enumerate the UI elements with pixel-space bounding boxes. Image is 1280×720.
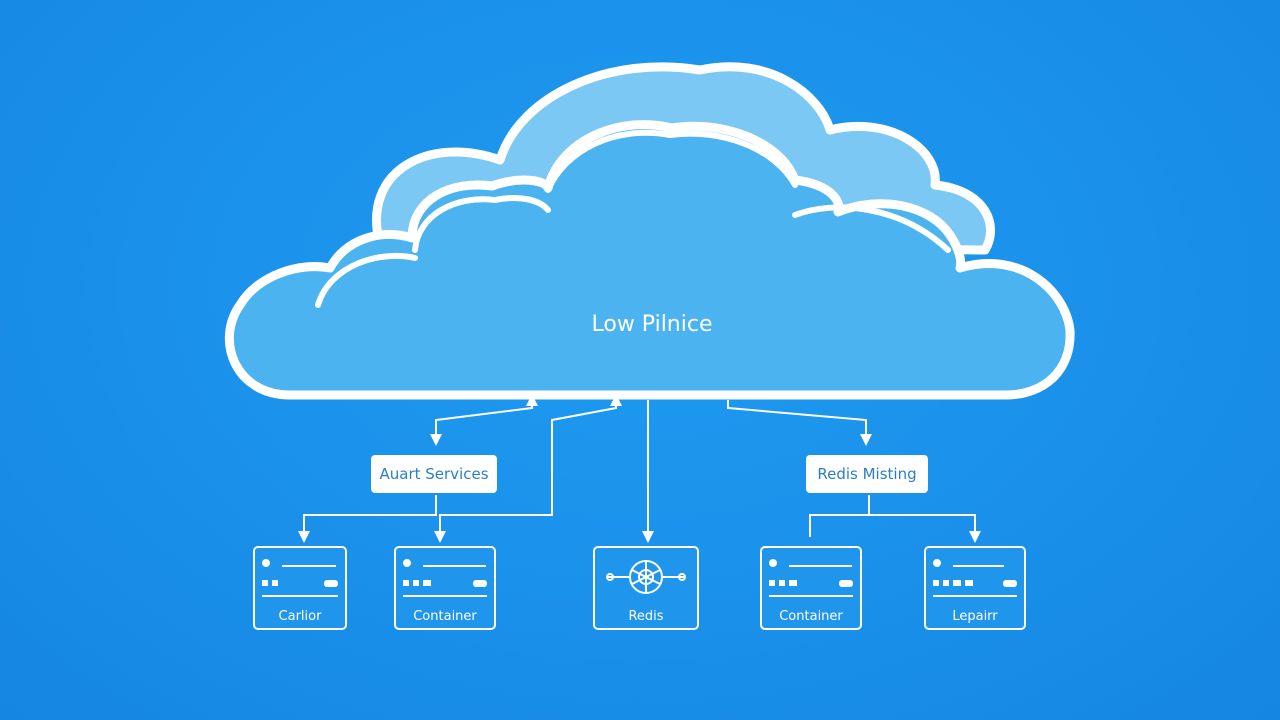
connector-cloud-auart xyxy=(430,394,538,446)
server-icon xyxy=(262,559,338,597)
node-container-1 xyxy=(394,546,496,630)
redis-network-icon xyxy=(606,560,686,594)
server-icon xyxy=(769,559,853,597)
service-label-auart: Auart Services xyxy=(371,455,497,493)
cloud-title: Low Pilnice xyxy=(591,312,713,337)
service-label-redis-misting: Redis Misting xyxy=(806,455,928,493)
node-lepairr xyxy=(924,546,1026,630)
node-label-container-2: Container xyxy=(779,609,843,624)
connector-cloud-redis-misting xyxy=(727,400,872,446)
connector-misting-nodes xyxy=(809,495,975,537)
node-label-container-1: Container xyxy=(413,609,477,624)
node-container-2 xyxy=(760,546,862,630)
node-label-carlior: Carlior xyxy=(278,609,322,624)
node-label-redis: Redis xyxy=(628,609,664,624)
server-icon xyxy=(403,559,487,597)
connector-auart-carlior xyxy=(298,495,437,543)
node-redis xyxy=(593,546,699,630)
server-icon xyxy=(933,559,1017,597)
connector-lines xyxy=(298,394,975,543)
node-label-lepairr: Lepairr xyxy=(952,609,998,624)
cloud-shape xyxy=(224,62,1075,400)
connector-cloud-container-1 xyxy=(434,394,622,543)
node-carlior xyxy=(253,546,347,630)
